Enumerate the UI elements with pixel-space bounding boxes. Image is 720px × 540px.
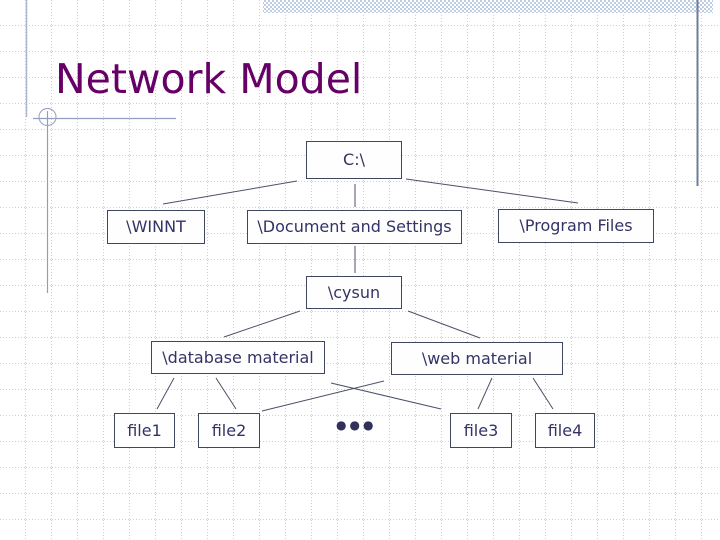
node-file3: file3 — [450, 413, 512, 448]
more-files-ellipsis: ●●● — [336, 418, 377, 432]
connector-lines — [156, 178, 579, 412]
edge-database-file2 — [215, 377, 237, 410]
slide-title: Network Model — [55, 55, 363, 103]
node-file1: file1 — [114, 413, 175, 448]
node-file2: file2 — [198, 413, 260, 448]
edge-cysun-database — [223, 310, 301, 338]
node-program-files: \Program Files — [498, 209, 654, 243]
node-cysun: \cysun — [306, 276, 402, 309]
node-web-material: \web material — [391, 342, 563, 375]
edge-database-file3 — [330, 382, 442, 410]
top-accent-band — [263, 0, 713, 13]
node-c-drive: C:\ — [306, 141, 402, 179]
edge-cdrive-winnt — [162, 180, 298, 205]
node-document-and-settings: \Document and Settings — [247, 210, 462, 244]
edge-cysun-web — [407, 310, 481, 339]
edge-database-file1 — [156, 377, 175, 410]
node-database-material: \database material — [151, 341, 325, 374]
edge-web-file4 — [532, 377, 554, 410]
circle-ornament — [38, 107, 57, 127]
edge-web-file3 — [477, 377, 493, 410]
edge-web-file2 — [261, 380, 385, 412]
node-file4: file4 — [535, 413, 595, 448]
node-winnt: \WINNT — [107, 210, 205, 244]
edge-cdrive-programfiles — [405, 178, 579, 204]
